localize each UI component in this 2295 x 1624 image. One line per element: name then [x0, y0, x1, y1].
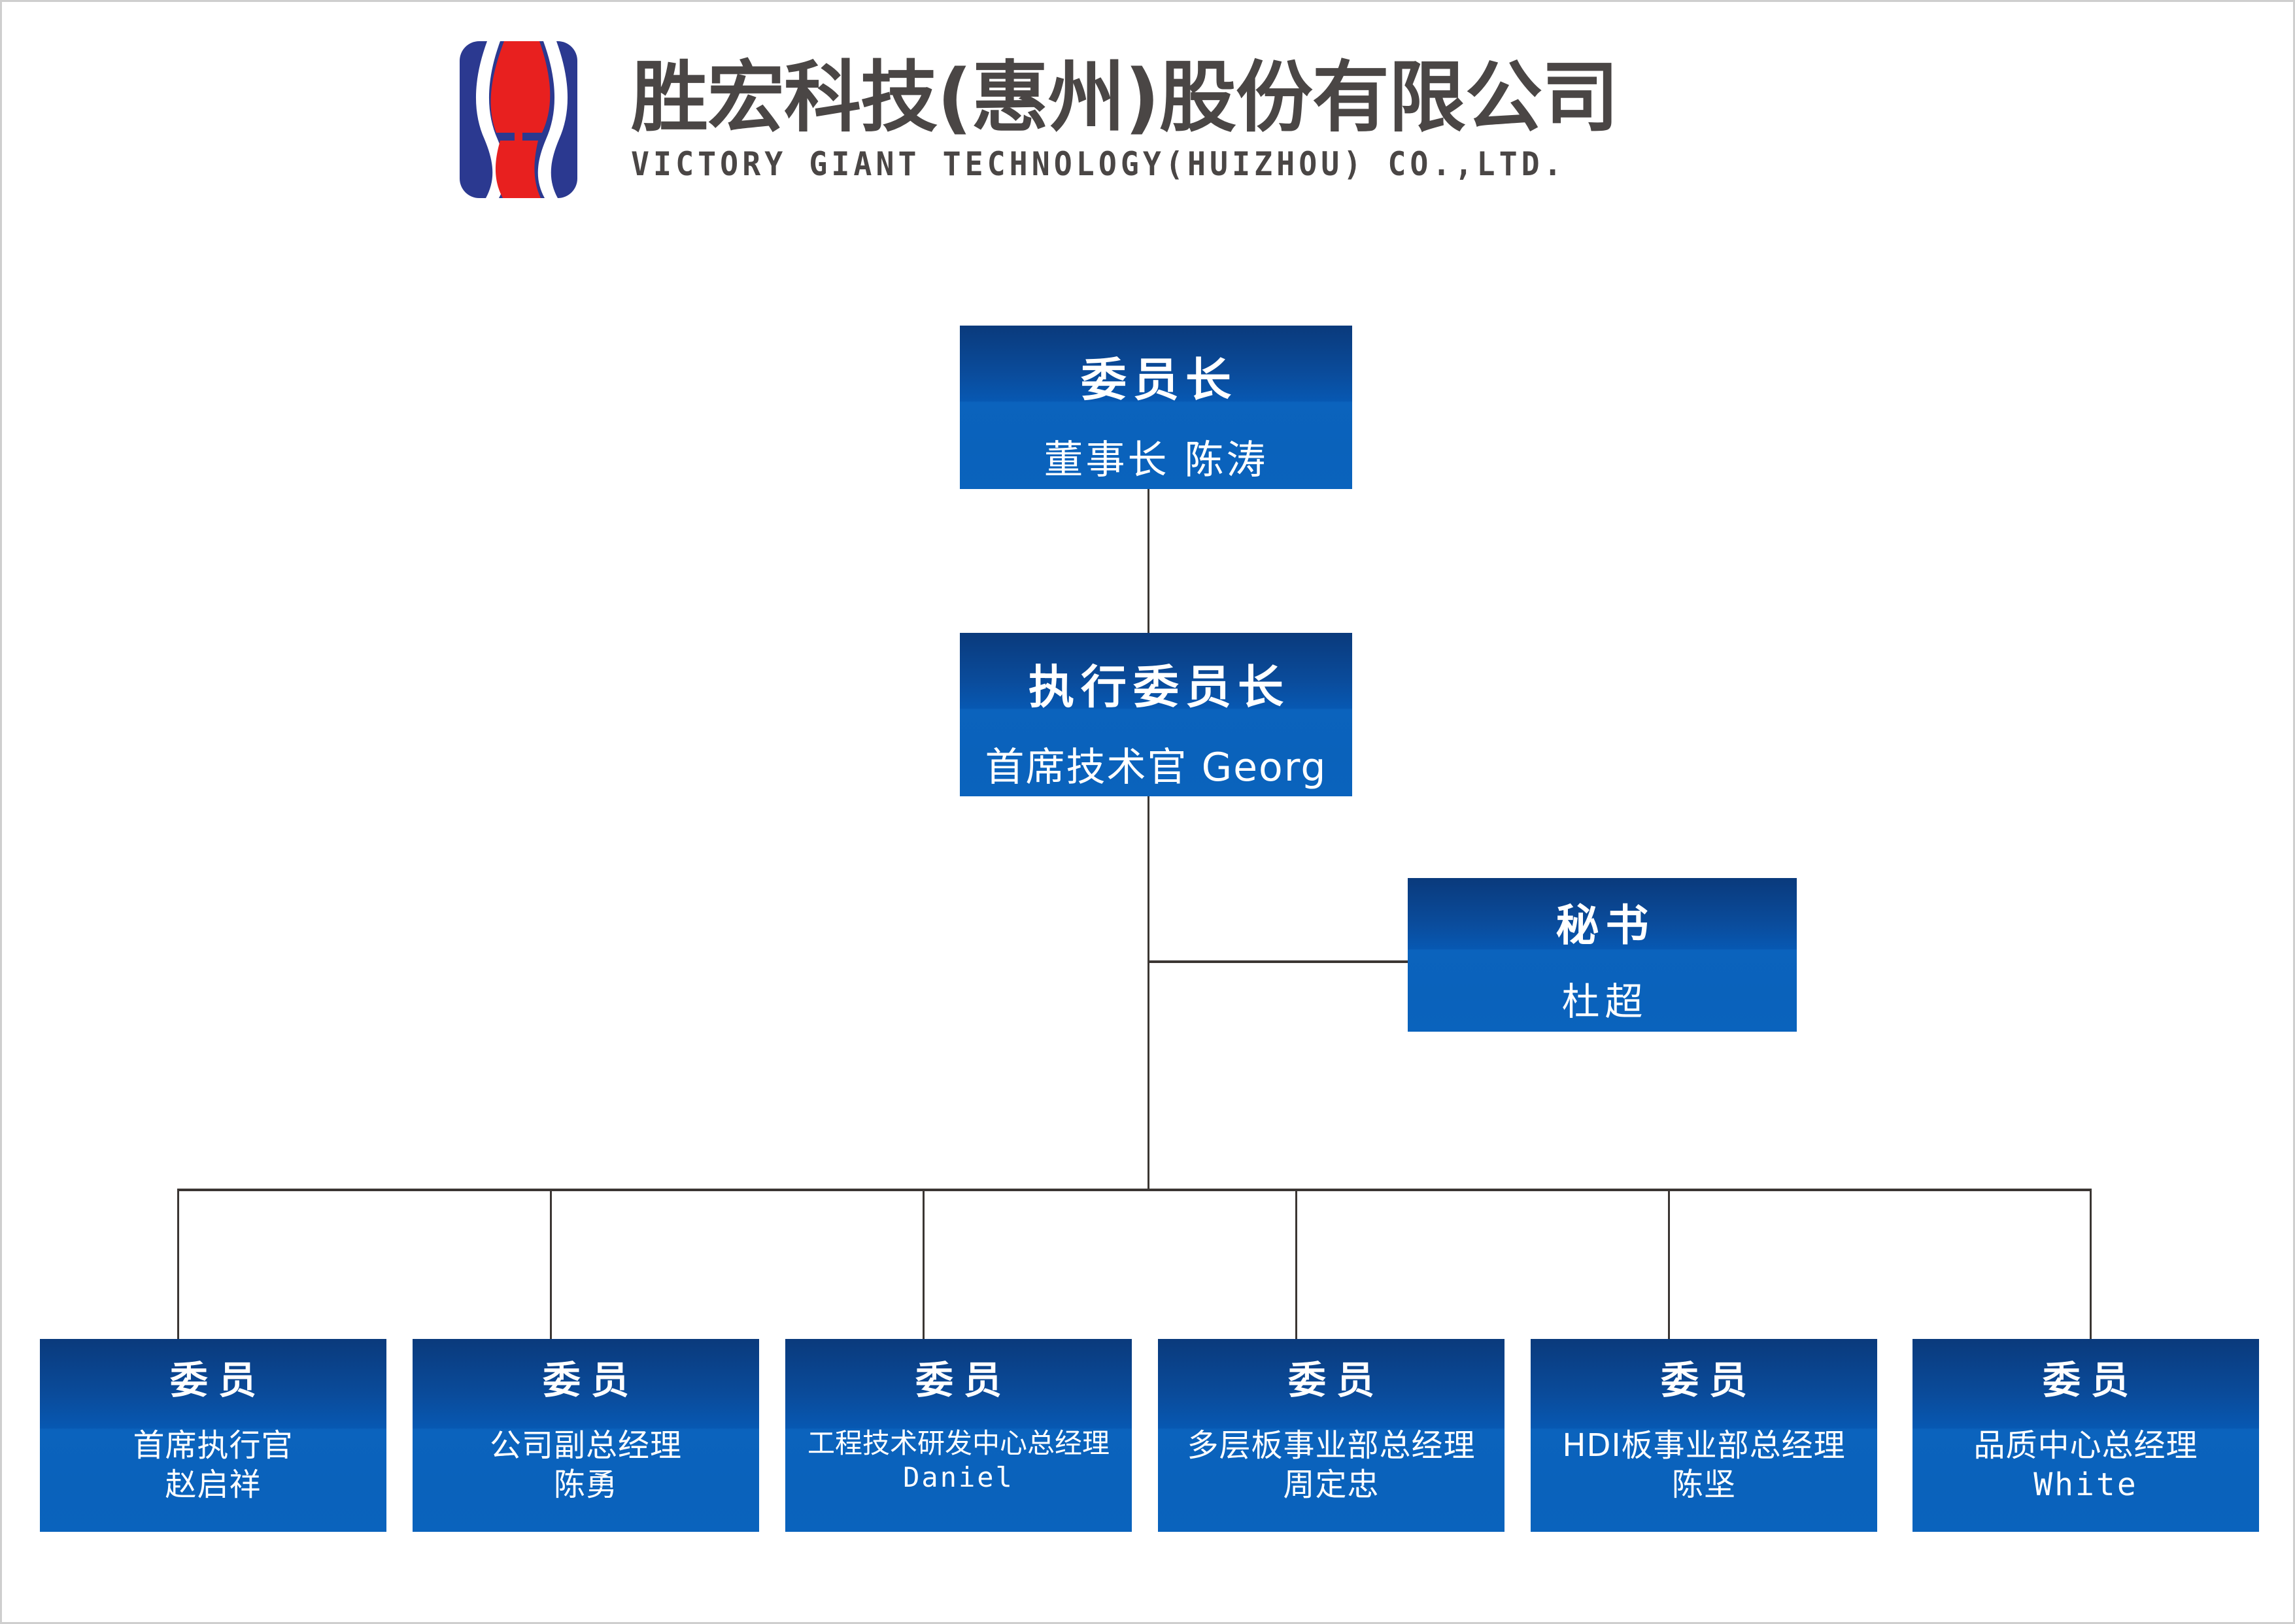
node-member-5-name: White	[2033, 1466, 2138, 1503]
node-member-0-detail: 首席执行官 赵启祥	[133, 1399, 293, 1504]
node-member-1-role: 公司副总经理	[489, 1427, 682, 1464]
node-member-5-role: 品质中心总经理	[1973, 1427, 2198, 1464]
node-chairman[interactable]: 委员长 董事长 陈涛	[960, 326, 1352, 489]
company-logo-icon	[460, 41, 577, 198]
connector-exec-spine	[1148, 796, 1149, 1191]
node-member-3-name: 周定忠	[1283, 1466, 1380, 1503]
connector-drop-member-4	[1668, 1189, 1670, 1340]
connector-drop-member-5	[2090, 1189, 2092, 1340]
node-chairman-subtitle: 董事长 陈涛	[1044, 437, 1268, 483]
node-member-2-name: Daniel	[903, 1461, 1014, 1494]
connector-drop-member-3	[1295, 1189, 1297, 1340]
node-member-4-role: HDI板事业部总经理	[1562, 1427, 1846, 1464]
node-secretary-subtitle: 杜超	[1561, 979, 1648, 1024]
node-executive-chairman-title: 执行委员长	[1028, 660, 1290, 714]
node-member-5-detail: 品质中心总经理 White	[1973, 1399, 2198, 1504]
connector-distribution-bar	[177, 1189, 2092, 1191]
node-secretary-title: 秘书	[1556, 900, 1656, 951]
connector-drop-member-0	[177, 1189, 179, 1340]
company-name-cn: 胜宏科技(惠州)股份有限公司	[631, 52, 1619, 143]
node-member-1-name: 陈勇	[553, 1466, 618, 1503]
node-member-4-name: 陈坚	[1671, 1466, 1736, 1503]
node-member-4-detail: HDI板事业部总经理 陈坚	[1562, 1399, 1845, 1504]
node-member-5[interactable]: 委员 品质中心总经理 White	[1912, 1339, 2259, 1532]
node-member-0-name: 赵启祥	[165, 1466, 262, 1503]
node-member-4[interactable]: 委员 HDI板事业部总经理 陈坚	[1531, 1339, 1877, 1532]
node-executive-chairman-subtitle: 首席技术官 Georg	[985, 745, 1327, 790]
connector-drop-member-1	[550, 1189, 552, 1340]
node-member-5-title: 委员	[2042, 1358, 2139, 1402]
node-secretary[interactable]: 秘书 杜超	[1408, 878, 1797, 1032]
page-header: 胜宏科技(惠州)股份有限公司 VICTORY GIANT TECHNOLOGY(…	[460, 41, 1636, 198]
node-executive-chairman[interactable]: 执行委员长 首席技术官 Georg	[960, 633, 1352, 796]
node-member-2[interactable]: 委员 工程技术研发中心总经理 Daniel	[785, 1339, 1132, 1532]
node-member-4-title: 委员	[1660, 1358, 1758, 1402]
company-name-en: VICTORY GIANT TECHNOLOGY(HUIZHOU) CO.,LT…	[631, 145, 1566, 184]
node-member-3-detail: 多层板事业部总经理 周定忠	[1187, 1399, 1475, 1504]
connector-exec-to-secretary	[1148, 960, 1409, 963]
node-member-1-detail: 公司副总经理 陈勇	[490, 1399, 682, 1504]
node-member-1-title: 委员	[542, 1358, 639, 1402]
node-member-2-role: 工程技术研发中心总经理	[807, 1427, 1110, 1459]
company-titles: 胜宏科技(惠州)股份有限公司 VICTORY GIANT TECHNOLOGY(…	[631, 58, 1636, 181]
node-member-2-title: 委员	[915, 1358, 1012, 1402]
node-member-0-title: 委员	[169, 1358, 267, 1402]
node-member-3-role: 多层板事业部总经理	[1187, 1427, 1476, 1464]
node-chairman-title: 委员长	[1081, 353, 1238, 407]
node-member-0-role: 首席执行官	[133, 1427, 294, 1464]
node-member-2-detail: 工程技术研发中心总经理 Daniel	[808, 1399, 1110, 1495]
connector-chair-to-exec	[1148, 489, 1149, 634]
node-member-1[interactable]: 委员 公司副总经理 陈勇	[413, 1339, 759, 1532]
connector-drop-member-2	[923, 1189, 925, 1340]
node-member-3[interactable]: 委员 多层板事业部总经理 周定忠	[1158, 1339, 1504, 1532]
node-member-3-title: 委员	[1287, 1358, 1385, 1402]
node-member-0[interactable]: 委员 首席执行官 赵启祥	[40, 1339, 386, 1532]
